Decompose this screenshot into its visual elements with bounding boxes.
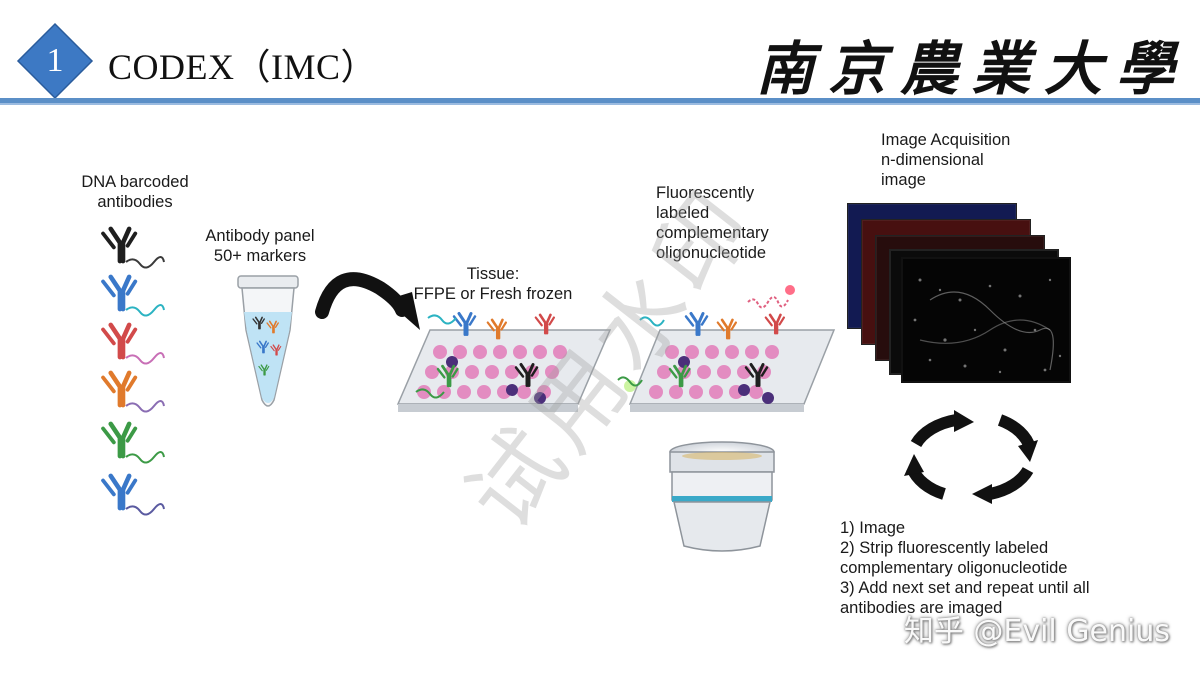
barcoded-antibodies-label: DNA barcoded antibodies	[81, 173, 189, 211]
slide-number: 1	[46, 42, 64, 79]
slide-header: 1 CODEX（IMC） 南京農業大學	[0, 0, 1200, 110]
slide-title: CODEX（IMC）	[108, 47, 378, 87]
cycle-step: antibodies are imaged	[840, 599, 1003, 617]
tissue-slide-icon	[617, 285, 836, 412]
antibody-icon	[103, 277, 165, 317]
antibody-icon	[103, 424, 165, 464]
fluorescent-oligo-label: Fluorescently labeled complementary olig…	[656, 184, 769, 262]
antibody-icon	[103, 325, 165, 365]
cycle-steps-list: 1) Image 2) Strip fluorescently labeled …	[840, 518, 1160, 618]
cycle-step: 1) Image	[840, 519, 906, 537]
cycle-arrows-icon	[906, 414, 1036, 500]
credit-watermark: 知乎 @Evil Genius	[903, 614, 1170, 649]
image-acquisition-label: Image Acquisition n-dimensional image	[881, 131, 1011, 189]
objective-lens-icon	[669, 441, 775, 552]
barcoded-antibody-list	[103, 229, 165, 516]
antibody-panel-label: Antibody panel 50+ markers	[205, 227, 315, 265]
tube-icon	[237, 275, 299, 407]
cycle-step: 3) Add next set and repeat until all	[840, 579, 1090, 597]
antibody-icon	[103, 476, 165, 516]
image-stack-icon	[847, 203, 1071, 383]
cycle-step: 2) Strip fluorescently labeled	[840, 539, 1049, 557]
antibody-icon	[103, 373, 165, 413]
antibody-icon	[103, 229, 165, 269]
university-logo: 南京農業大學	[755, 35, 1188, 103]
header-divider	[0, 98, 1200, 106]
tissue-slide-icon	[396, 311, 612, 412]
cycle-step: complementary oligonucleotide	[840, 559, 1068, 577]
tissue-label: Tissue: FFPE or Fresh frozen	[413, 265, 573, 303]
curved-arrow-icon	[315, 272, 420, 330]
